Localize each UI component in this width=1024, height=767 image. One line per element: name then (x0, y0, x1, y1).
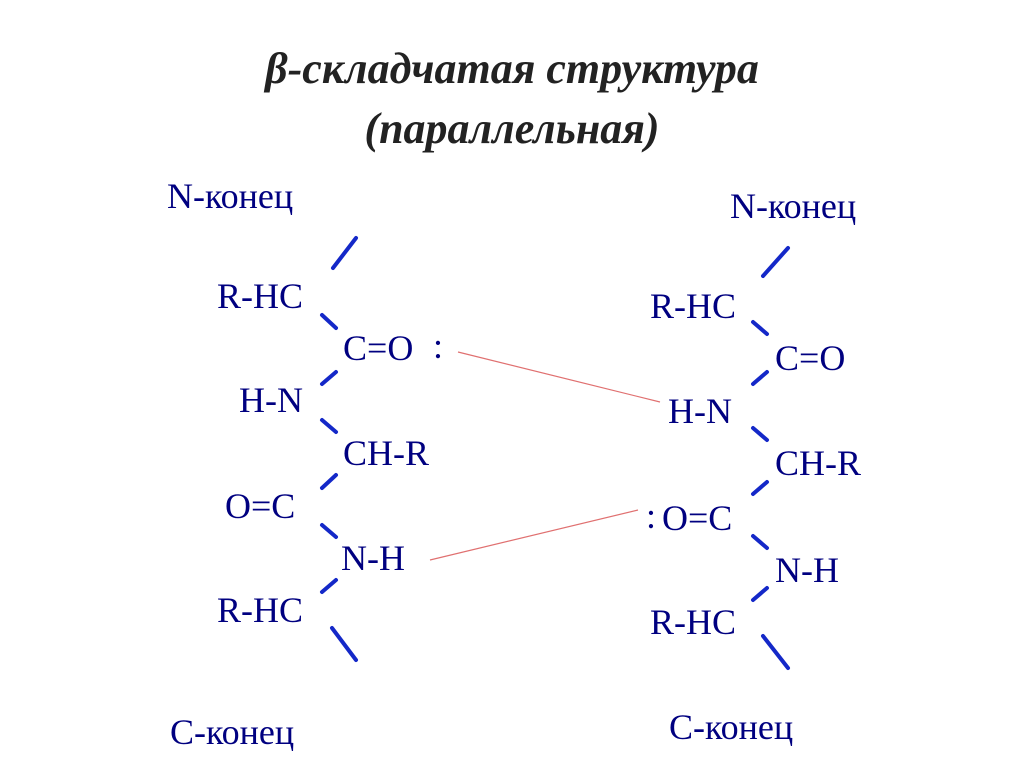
left-residue-ch-r: CH-R (343, 433, 430, 473)
left-bond-4 (320, 473, 338, 490)
right-backbone-bonds (751, 246, 790, 670)
left-bond-n-terminus (331, 236, 358, 270)
right-residue-n-h: N-H (775, 550, 839, 590)
right-residue-r-hc-2: R-HC (650, 602, 737, 642)
left-n-terminus-label: N-конец (167, 176, 294, 216)
left-bond-1 (320, 313, 338, 330)
right-residue-r-hc-1: R-HC (650, 286, 737, 326)
hydrogen-bond-upper (457, 351, 661, 403)
left-bond-3 (320, 418, 338, 434)
left-residue-r-hc-1: R-HC (217, 276, 304, 316)
right-n-terminus-label: N-конец (730, 186, 857, 226)
left-bond-2 (320, 370, 338, 386)
left-c-terminus-label: С-конец (170, 712, 295, 752)
right-residue-c-o: C=O (775, 338, 846, 378)
right-bond-1 (751, 320, 769, 336)
left-residue-h-n: H-N (239, 380, 303, 420)
left-residue-o-c: O=C (225, 486, 296, 526)
left-bond-5 (320, 523, 338, 539)
left-residue-c-o: C=O (343, 328, 414, 368)
right-c-terminus-label: С-конец (669, 707, 794, 747)
title-line-1: β-складчатая структура (265, 44, 759, 93)
left-residue-r-hc-2: R-HC (217, 590, 304, 630)
right-residue-h-n: H-N (668, 391, 732, 431)
right-residue-ch-r: CH-R (775, 443, 862, 483)
left-bond-6 (320, 578, 338, 594)
right-carbonyl-lone-pair: : (646, 496, 657, 536)
right-bond-2 (751, 370, 769, 386)
right-bond-5 (751, 534, 769, 550)
left-backbone-bonds (320, 236, 358, 662)
left-bond-c-terminus (330, 626, 358, 662)
right-bond-c-terminus (761, 634, 790, 670)
left-residue-n-h: N-H (341, 538, 405, 578)
right-bond-n-terminus (761, 246, 790, 278)
right-bond-3 (751, 426, 769, 442)
right-bond-4 (751, 480, 769, 496)
title-line-2: (параллельная) (364, 104, 660, 153)
right-bond-6 (751, 586, 769, 602)
hydrogen-bond-lower (429, 509, 639, 561)
left-carbonyl-lone-pair: : (433, 326, 444, 366)
right-residue-o-c: O=C (662, 498, 733, 538)
